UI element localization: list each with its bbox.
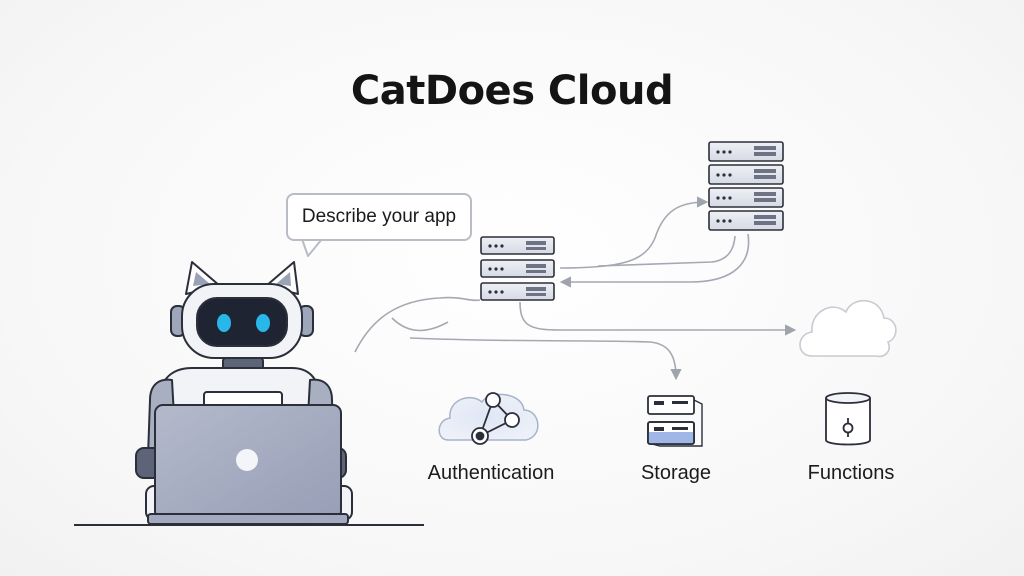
cloud-icon — [799, 299, 897, 358]
server-cluster — [708, 141, 784, 231]
connector-cluster-to-server — [559, 233, 750, 288]
server-unit — [708, 210, 784, 231]
functions-icon — [825, 392, 871, 446]
laptop-logo — [236, 449, 258, 471]
robot-eye-left — [217, 314, 231, 332]
service-label-authentication: Authentication — [427, 462, 555, 484]
service-label-functions: Functions — [807, 462, 895, 484]
prompt-bubble: Describe your app — [286, 193, 472, 241]
server-unit — [708, 164, 784, 185]
connector-loop — [391, 317, 449, 332]
connector-server-to-cluster-top — [559, 196, 709, 269]
storage-icon — [647, 395, 703, 447]
server-unit — [708, 141, 784, 162]
authentication-icon — [438, 392, 539, 445]
bubble-tail — [301, 238, 323, 257]
diagram-title: CatDoes Cloud — [350, 68, 674, 114]
robot-illustration — [135, 261, 353, 525]
robot-visor — [196, 297, 288, 347]
connector-cluster-return — [597, 235, 736, 267]
connector-server-to-storage — [409, 337, 682, 381]
robot-eye-right — [256, 314, 270, 332]
connectors — [354, 196, 797, 381]
server-unit — [480, 236, 555, 255]
service-label-storage: Storage — [640, 462, 712, 484]
connector-server-to-cloud — [519, 301, 797, 336]
central-server-stack — [480, 236, 555, 301]
server-unit — [480, 259, 555, 278]
connector-robot-to-server — [354, 296, 481, 353]
server-unit — [480, 282, 555, 301]
server-unit — [708, 187, 784, 208]
